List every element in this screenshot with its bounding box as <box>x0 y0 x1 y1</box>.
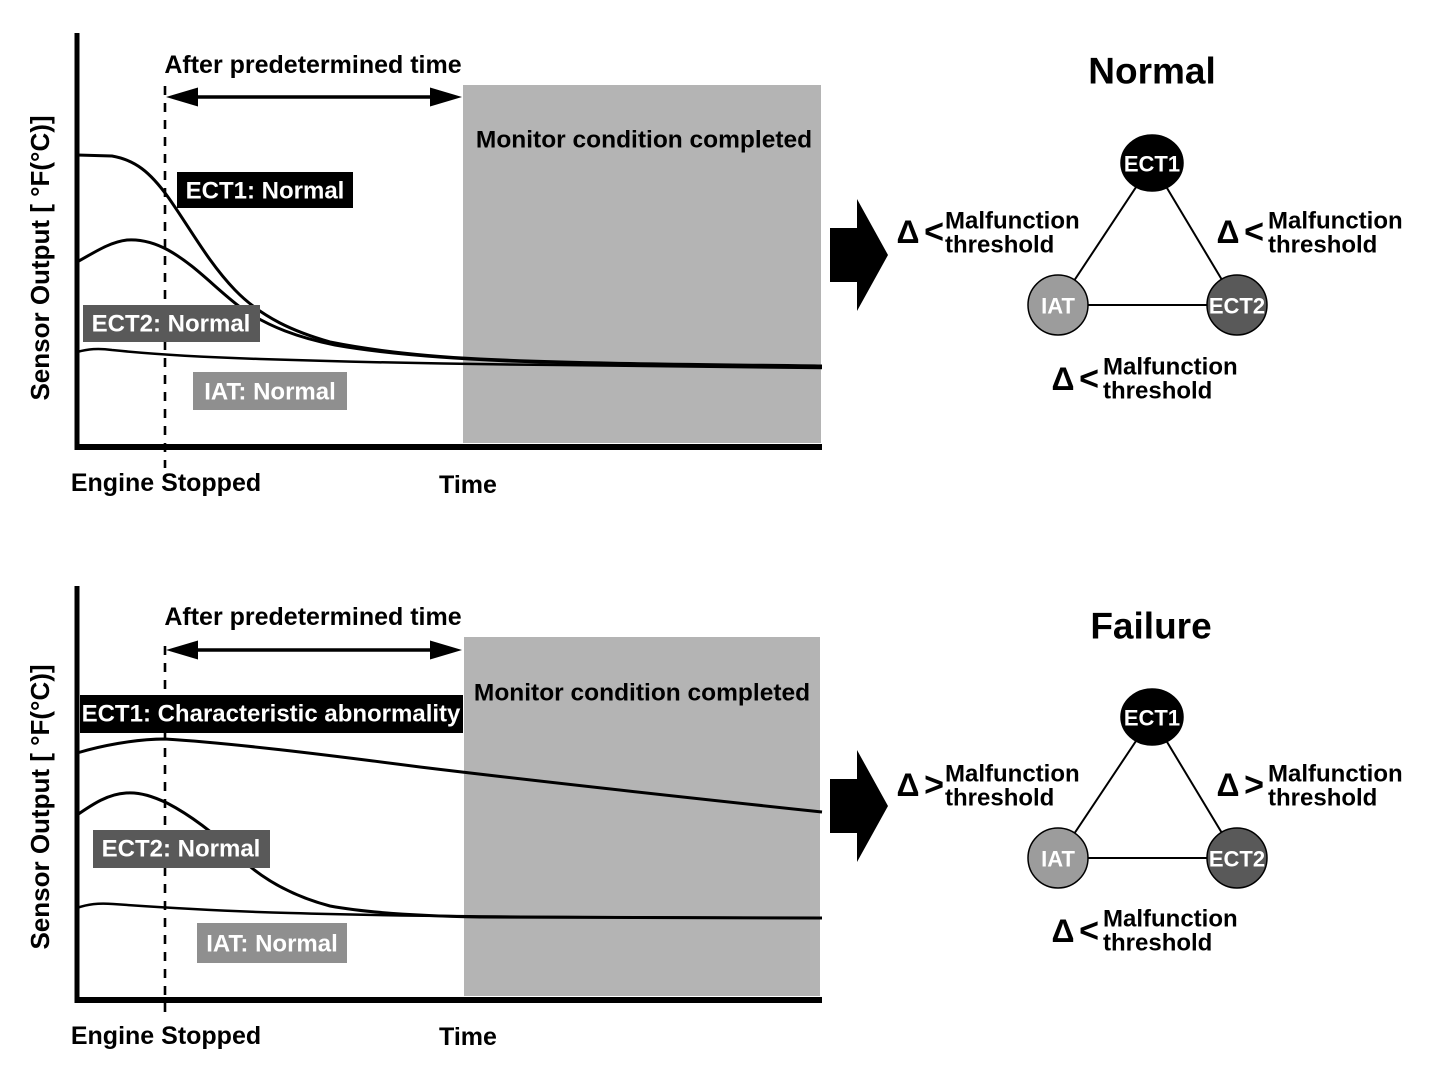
malfunction-text: Malfunction <box>1268 761 1403 788</box>
delta-icon: Δ <box>1052 913 1075 949</box>
threshold-text: threshold <box>1268 785 1377 812</box>
iat-label-box <box>197 923 347 963</box>
delta-icon: Δ <box>897 767 920 803</box>
ect1-node <box>1120 134 1184 192</box>
result-arrow-icon <box>830 199 888 311</box>
malfunction-text: Malfunction <box>945 208 1080 235</box>
predetermined-time-label: After predetermined time <box>164 51 461 79</box>
comparison-operator: > <box>1244 766 1264 804</box>
threshold-text: threshold <box>1103 930 1212 957</box>
ect2-node-label: ECT2 <box>1209 847 1265 872</box>
ect2-label-box <box>83 305 260 342</box>
arrowhead-right-icon <box>430 87 462 107</box>
predetermined-time-arrow <box>166 640 462 660</box>
threshold-right: Δ < Malfunction threshold <box>1217 208 1403 259</box>
time-label: Time <box>439 471 497 499</box>
panel-title: Normal <box>1088 51 1215 92</box>
threshold-right: Δ > Malfunction threshold <box>1217 761 1403 812</box>
iat-node-label: IAT <box>1041 294 1075 319</box>
iat-label: IAT: Normal <box>204 379 336 406</box>
comparison-operator: < <box>924 213 944 251</box>
ect1-label-box <box>177 172 353 208</box>
monitor-condition-region <box>463 85 821 443</box>
panel-title: Failure <box>1090 606 1211 647</box>
delta-icon: Δ <box>1217 767 1240 803</box>
engine-stopped-label: Engine Stopped <box>71 1022 261 1050</box>
malfunction-text: Malfunction <box>945 761 1080 788</box>
ect1-node-label: ECT1 <box>1124 152 1180 177</box>
comparison-operator: < <box>1079 360 1099 398</box>
monitor-condition-region <box>464 637 820 996</box>
threshold-bottom: Δ < Malfunction threshold <box>1052 354 1238 405</box>
threshold-bottom: Δ < Malfunction threshold <box>1052 906 1238 957</box>
comparison-operator: > <box>924 766 944 804</box>
malfunction-text: Malfunction <box>1268 208 1403 235</box>
threshold-left: Δ > Malfunction threshold <box>897 761 1080 812</box>
comparison-operator: < <box>1079 912 1099 950</box>
iat-node <box>1027 274 1089 336</box>
ect1-node-label: ECT1 <box>1124 706 1180 731</box>
sensor-triangle: ECT1 IAT ECT2 <box>1027 688 1268 889</box>
ect2-curve <box>76 238 823 369</box>
y-axis-label: Sensor Output [ °F(°C)] <box>25 115 55 400</box>
arrowhead-right-icon <box>430 640 462 660</box>
ect1-label: ECT1: Normal <box>186 178 345 205</box>
threshold-left: Δ < Malfunction threshold <box>897 208 1080 259</box>
threshold-text: threshold <box>1103 378 1212 405</box>
delta-icon: Δ <box>1052 361 1075 397</box>
engine-stopped-label: Engine Stopped <box>71 469 261 497</box>
iat-node-label: IAT <box>1041 847 1075 872</box>
iat-label-box <box>193 372 347 410</box>
time-label: Time <box>439 1023 497 1051</box>
threshold-text: threshold <box>945 785 1054 812</box>
comparison-operator: < <box>1244 213 1264 251</box>
arrowhead-left-icon <box>166 640 198 660</box>
iat-curve <box>76 347 823 370</box>
iat-curve <box>76 902 823 920</box>
y-axis-label: Sensor Output [ °F(°C)] <box>25 664 55 949</box>
threshold-text: threshold <box>945 232 1054 259</box>
panel-normal: Monitor condition completed After predet… <box>25 33 1403 499</box>
ect2-node-label: ECT2 <box>1209 294 1265 319</box>
predetermined-time-label: After predetermined time <box>164 603 461 631</box>
malfunction-text: Malfunction <box>1103 906 1238 933</box>
result-arrow-icon <box>830 750 888 862</box>
ect1-node <box>1120 688 1184 746</box>
sensor-triangle: ECT1 IAT ECT2 <box>1027 134 1268 336</box>
ect2-label: ECT2: Normal <box>92 311 251 338</box>
malfunction-text: Malfunction <box>1103 354 1238 381</box>
panel-failure: Monitor condition completed After predet… <box>25 586 1403 1051</box>
iat-label: IAT: Normal <box>206 931 338 958</box>
ect1-label: ECT1: Characteristic abnormality <box>82 701 461 728</box>
ect2-node <box>1206 827 1268 889</box>
ect2-label: ECT2: Normal <box>102 836 261 863</box>
monitor-condition-label: Monitor condition completed <box>476 127 812 154</box>
ect1-curve <box>76 737 823 814</box>
delta-icon: Δ <box>897 214 920 250</box>
threshold-text: threshold <box>1268 232 1377 259</box>
monitor-condition-label: Monitor condition completed <box>474 680 810 707</box>
ect1-label-box <box>80 695 463 733</box>
delta-icon: Δ <box>1217 214 1240 250</box>
ect2-label-box <box>93 830 270 868</box>
ect2-node <box>1206 274 1268 336</box>
iat-node <box>1027 827 1089 889</box>
arrowhead-left-icon <box>166 87 198 107</box>
predetermined-time-arrow <box>166 87 462 107</box>
